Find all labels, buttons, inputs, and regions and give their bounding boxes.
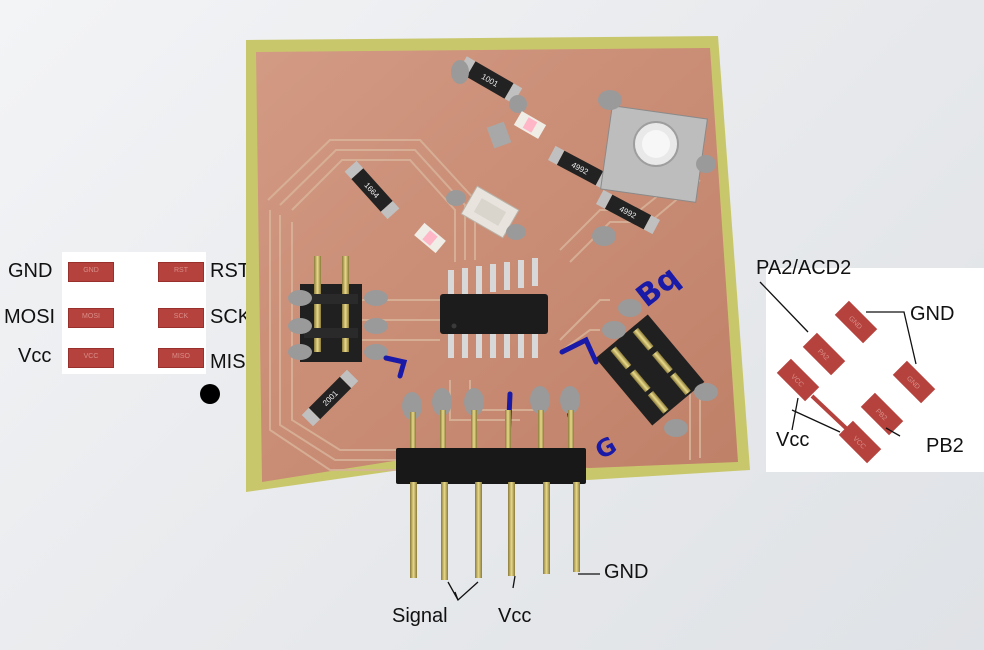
isp-label-mosi: MOSI bbox=[4, 306, 56, 328]
solder-joint bbox=[364, 318, 388, 334]
isp-pad-mosi: MOSI bbox=[68, 308, 114, 328]
sensor-footprint: GND PA2 GND PB2 VCC VCC bbox=[776, 300, 936, 464]
pin-label-gnd: GND bbox=[604, 561, 649, 583]
pin-callout-lines bbox=[447, 573, 600, 602]
solder-joint bbox=[288, 290, 312, 306]
solder-joint bbox=[509, 95, 527, 113]
pad-text: MISO bbox=[172, 353, 190, 360]
sensor-label-vcc: Vcc bbox=[776, 429, 810, 451]
resistor-r3: 4992 bbox=[595, 189, 661, 235]
pad-text: VCC bbox=[83, 353, 99, 360]
isp-pad-sck: SCK bbox=[158, 308, 204, 328]
isp-label-gnd: GND bbox=[8, 260, 53, 282]
sensor-header bbox=[595, 314, 705, 426]
resistor-r5: 2001 bbox=[301, 369, 359, 427]
solder-joint bbox=[451, 60, 469, 84]
crystal bbox=[460, 185, 520, 239]
solder-joint bbox=[446, 190, 466, 206]
isp-pad-miso: MISO bbox=[158, 348, 204, 368]
sensor-label-gnd: GND bbox=[910, 303, 955, 325]
pad-text: GND bbox=[83, 267, 99, 274]
solder-joint bbox=[592, 226, 616, 246]
isp-label-rst: RST bbox=[210, 260, 250, 282]
pad-text: SCK bbox=[173, 313, 189, 320]
led-top bbox=[513, 111, 547, 139]
solder-joint bbox=[664, 419, 688, 437]
solder-joint bbox=[364, 290, 388, 306]
microcontroller-ic bbox=[440, 258, 548, 358]
solder-joint bbox=[506, 224, 526, 240]
sensor-label-pa2: PA2/ACD2 bbox=[756, 257, 852, 279]
isp-pinout-panel: GND RST MOSI SCK VCC MISO bbox=[62, 252, 206, 374]
isp-pad-vcc: VCC bbox=[68, 348, 114, 368]
solder-joint bbox=[364, 344, 388, 360]
pad-text: RST bbox=[174, 267, 188, 274]
isp-label-sck: SCK bbox=[210, 306, 252, 328]
isp-pad-rst: RST bbox=[158, 262, 204, 282]
tactile-button bbox=[600, 105, 708, 203]
pin-label-vcc: Vcc bbox=[498, 605, 532, 627]
solder-joint bbox=[602, 321, 626, 339]
solder-joint bbox=[288, 344, 312, 360]
sensor-callout-lines bbox=[759, 281, 917, 437]
resistor-r4: 1664 bbox=[344, 160, 400, 220]
pin-header-1x6 bbox=[396, 386, 586, 580]
solder-joint bbox=[288, 318, 312, 334]
pin1-indicator-dot bbox=[200, 384, 220, 404]
sensor-label-pb2: PB2 bbox=[926, 435, 964, 457]
isp-pad-gnd: GND bbox=[68, 262, 114, 282]
sensor-footprint-panel bbox=[766, 268, 984, 472]
pad-text: MOSI bbox=[82, 313, 100, 320]
isp-label-vcc: Vcc bbox=[18, 345, 52, 367]
solder-pad bbox=[486, 121, 512, 149]
solder-joint bbox=[696, 155, 716, 173]
solder-joint bbox=[598, 90, 622, 110]
solder-joint bbox=[694, 383, 718, 401]
pin-label-signal: Signal bbox=[392, 605, 448, 627]
led-left bbox=[414, 222, 446, 254]
solder-joint bbox=[618, 299, 642, 317]
